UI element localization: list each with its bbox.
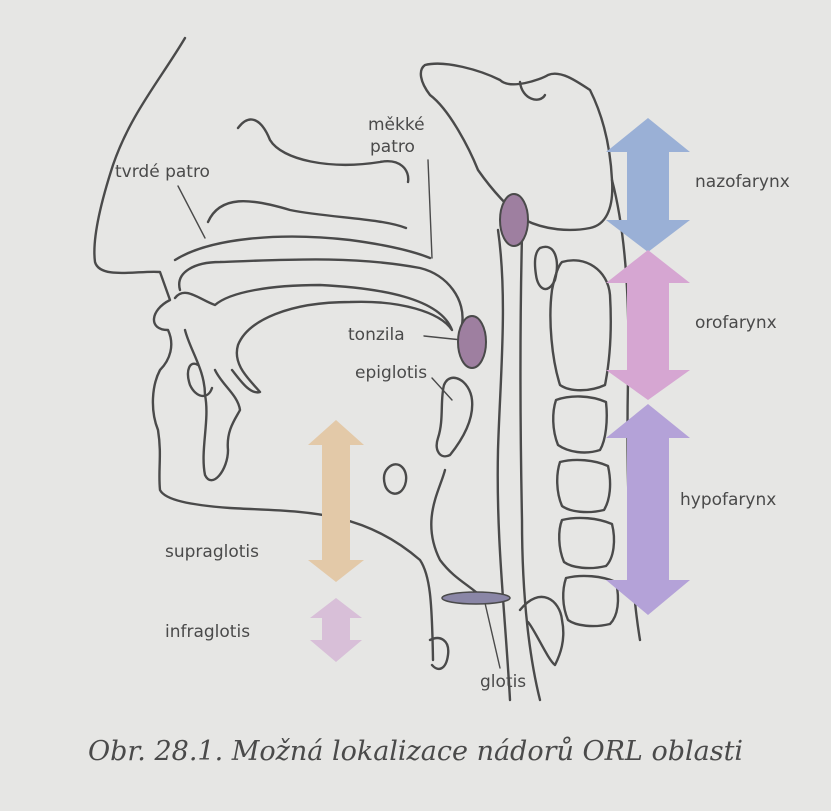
pharynx-wall-front	[498, 230, 510, 700]
label-patro: patro	[370, 137, 415, 157]
larynx-front	[431, 470, 485, 600]
leader-tonzila	[424, 336, 462, 340]
label-supraglotis: supraglotis	[165, 542, 259, 562]
label-nazofarynx: nazofarynx	[695, 172, 790, 192]
adenoid-tissue	[500, 194, 528, 246]
pharynx-wall-back	[521, 235, 541, 700]
lower-jaw	[185, 330, 240, 480]
leader-mekke-patro	[428, 160, 432, 258]
label-glotis: glotis	[480, 672, 526, 692]
vertebra-4	[557, 460, 610, 512]
label-epiglotis: epiglotis	[355, 363, 427, 383]
label-tonzila: tonzila	[348, 325, 405, 345]
label-mekke: měkké	[368, 115, 425, 135]
glottis-shape	[442, 592, 510, 604]
label-orofarynx: orofarynx	[695, 313, 777, 333]
hypofarynx-arrow	[606, 404, 690, 615]
label-infraglotis: infraglotis	[165, 622, 250, 642]
vertebra-5	[559, 518, 614, 568]
nasal-floor	[208, 201, 406, 228]
tonsil-tissue	[458, 316, 486, 368]
infraglotis-arrow	[310, 598, 362, 662]
leader-glotis	[485, 603, 500, 668]
hard-palate	[175, 237, 430, 260]
figure-caption: Obr. 28.1. Možná lokalizace nádorů ORL o…	[0, 736, 831, 767]
vertebra-6	[563, 576, 618, 626]
label-tvrde-patro: tvrdé patro	[115, 162, 210, 182]
nazofarynx-arrow	[606, 118, 690, 252]
leader-tvrde-patro	[178, 186, 205, 238]
supraglotis-arrow	[308, 420, 364, 582]
sella	[520, 82, 545, 100]
palate-inner	[179, 259, 462, 325]
vertebra-3	[553, 396, 607, 452]
vertebra-2	[550, 260, 610, 390]
orofarynx-arrow	[606, 250, 690, 400]
label-hypofarynx: hypofarynx	[680, 490, 776, 510]
hyoid	[384, 464, 406, 493]
